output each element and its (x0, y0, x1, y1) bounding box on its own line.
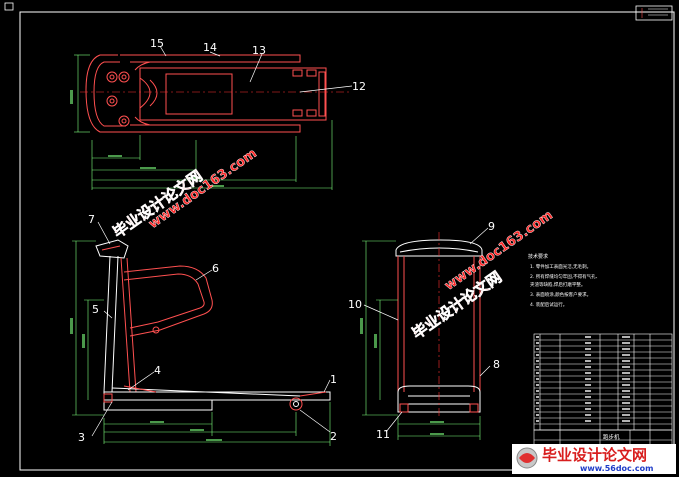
note-line-1: 1. 零件加工表面光洁,无毛刺。 (530, 263, 591, 270)
callout-labels: 1 2 3 4 5 6 7 8 9 10 11 12 13 14 15 (78, 37, 500, 444)
callout-3: 3 (78, 431, 85, 444)
site-banner: 毕业设计论文网 www.56doc.com (512, 444, 676, 474)
site-name: 毕业设计论文网 (542, 446, 647, 464)
callout-15: 15 (150, 37, 164, 50)
callout-7: 7 (88, 213, 95, 226)
side-view-dimensions (72, 240, 331, 446)
side-view-dimension-text (70, 318, 222, 441)
watermark-1: 毕业设计论文网 www.doc163.com (109, 146, 260, 242)
callout-2: 2 (330, 430, 337, 443)
callout-4: 4 (154, 364, 161, 377)
sheet-border (19, 11, 675, 471)
callout-14: 14 (203, 41, 217, 54)
note-line-5: 4. 装配后试运行。 (530, 301, 567, 308)
front-view (395, 239, 483, 413)
front-view-dimensions (362, 240, 481, 440)
callout-8: 8 (493, 358, 500, 371)
callout-1: 1 (330, 373, 337, 386)
callout-5: 5 (92, 303, 99, 316)
note-line-3: 夹渣等缺陷,焊后打磨平整。 (530, 281, 585, 288)
parts-list-entries (536, 336, 630, 422)
callout-12: 12 (352, 80, 366, 93)
callout-9: 9 (488, 220, 495, 233)
top-view-dimension-text (70, 90, 224, 187)
leader-lines (91, 45, 491, 437)
top-view-dimensions (74, 54, 333, 190)
callout-13: 13 (252, 44, 266, 57)
side-view (95, 239, 331, 411)
front-view-dimension-text (360, 318, 444, 435)
notes-heading: 技术要求 (528, 253, 548, 260)
callout-11: 11 (376, 428, 390, 441)
corner-mark (4, 2, 14, 11)
revision-box (635, 5, 673, 21)
site-url: www.56doc.com (580, 464, 653, 473)
callout-10: 10 (348, 298, 362, 311)
note-line-4: 3. 表面喷涂,颜色按客户要求。 (530, 291, 591, 298)
parts-list (533, 333, 673, 431)
callout-6: 6 (212, 262, 219, 275)
technical-notes: 技术要求 1. 零件加工表面光洁,无毛刺。 2. 所有焊缝均匀牢固,不得有气孔、… (528, 253, 600, 308)
note-line-2: 2. 所有焊缝均匀牢固,不得有气孔、 (530, 273, 600, 280)
drawing-name: 跑步机 (603, 433, 620, 441)
top-view (85, 54, 327, 133)
